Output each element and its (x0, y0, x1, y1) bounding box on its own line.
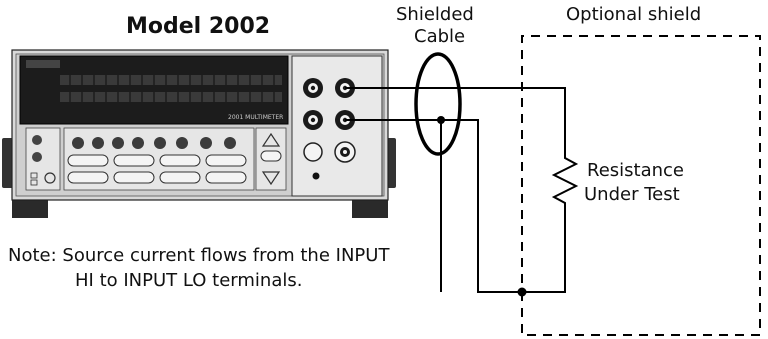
keypad-round-keys (72, 137, 236, 149)
sense-lo-terminal (303, 110, 323, 130)
display-segments (60, 75, 282, 102)
cable-shield-icon (414, 52, 462, 156)
keypad-oval-keys (67, 154, 247, 184)
cable-label-line1: Shielded (396, 4, 474, 25)
shield-label: Optional shield (566, 4, 702, 25)
resistance-label-line2: Under Test (584, 184, 680, 205)
instrument-foot-left (12, 200, 48, 218)
key-left-2 (32, 152, 42, 162)
model-title: Model 2002 (126, 14, 271, 39)
range-up-icon (261, 132, 281, 147)
front-panel-badge: 2001 MULTIMETER (228, 114, 283, 121)
cable-label-line2: Cable (414, 26, 466, 47)
amps-terminal (303, 142, 323, 162)
note-line1: Note: Source current flows from the INPU… (8, 245, 390, 266)
multimeter-instrument: 2001 MULTIMETER (2, 49, 396, 218)
instrument-foot-right (352, 200, 388, 218)
lo-wire (345, 119, 566, 293)
resistor-icon (551, 150, 579, 208)
note-line2: HI to INPUT LO terminals. (75, 270, 303, 291)
chassis-terminal (334, 141, 356, 163)
optional-shield-box (521, 35, 761, 336)
range-down-icon (261, 171, 281, 186)
power-switch (44, 172, 56, 184)
resistance-label-line1: Resistance (587, 160, 684, 181)
front-rear-indicator (312, 172, 320, 180)
instrument-handle-left (2, 138, 14, 188)
shield-junction-dot (437, 116, 445, 124)
sense-hi-terminal (303, 78, 323, 98)
key-left-1 (32, 135, 42, 145)
